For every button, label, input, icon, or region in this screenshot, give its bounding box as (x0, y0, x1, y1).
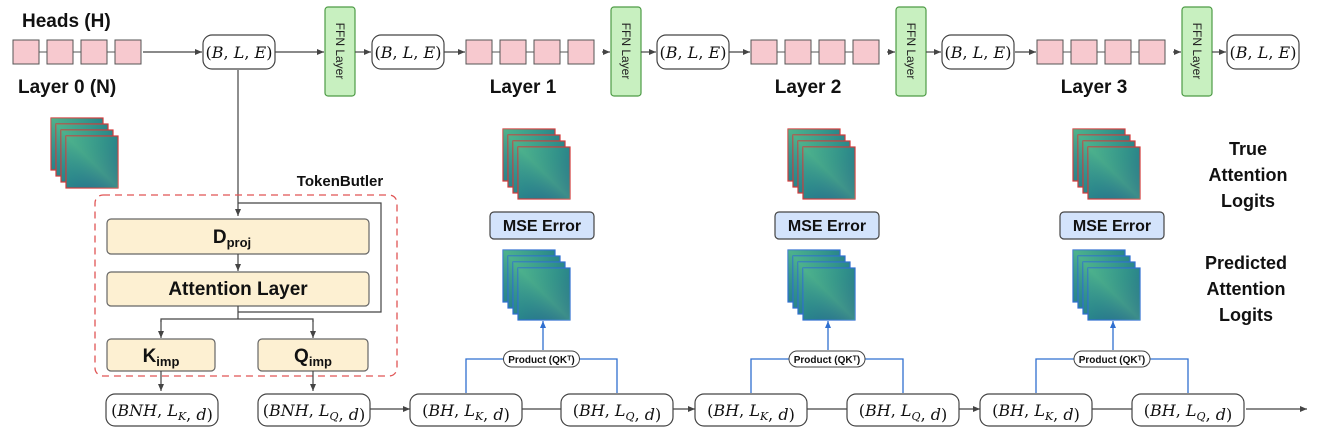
mse-error-layer1: MSE Error (489, 211, 595, 240)
head-block (567, 39, 595, 65)
heads-layer2 (750, 39, 880, 65)
head-block (499, 39, 527, 65)
shape-bh-q-layer1-text: (BH, LQ, d) (573, 401, 662, 424)
layer0-attention-stack (50, 117, 119, 189)
head-block (80, 39, 108, 65)
shape-bh-k-layer3: (BH, LK, d) (979, 393, 1093, 427)
svg-text:MSE Error: MSE Error (503, 218, 581, 235)
head-block (1036, 39, 1064, 65)
predicted-attention-stack-layer1 (502, 249, 571, 321)
ffn-label: FFN Layer (1190, 23, 1204, 80)
shape-pill-3-text: (B, L, E) (945, 43, 1012, 62)
predicted-attention-stack-layer3 (1072, 249, 1141, 321)
layer0-matrix (50, 117, 119, 189)
head-block (750, 39, 778, 65)
shape-pill-3: (B, L, E) (941, 34, 1015, 70)
head-block (46, 39, 74, 65)
shape-bh-k-layer1-text: (BH, LK, d) (422, 401, 510, 424)
ffn-label: FFN Layer (619, 23, 633, 80)
svg-text:MSE Error: MSE Error (788, 218, 866, 235)
layer3-label: Layer 3 (1061, 77, 1128, 98)
svg-text:True: True (1229, 139, 1267, 159)
product-qkt-layer3: Product (QKᵀ) (1073, 350, 1151, 368)
tokenbutler-label: TokenButler (297, 173, 384, 190)
head-block (818, 39, 846, 65)
svg-text:Product (QKᵀ): Product (QKᵀ) (794, 355, 861, 366)
shape-pill-1: (B, L, E) (371, 34, 445, 70)
shape-bh-k-layer2: (BH, LK, d) (694, 393, 808, 427)
product-qkt-layer2: Product (QKᵀ) (788, 350, 866, 368)
tokenbutler-box (94, 194, 398, 377)
mse-error-layer2: MSE Error (774, 211, 880, 240)
predicted-attention-stack-layer2 (787, 249, 856, 321)
head-block (852, 39, 880, 65)
heads-layer3 (1036, 39, 1166, 65)
shape-bh-q-layer1: (BH, LQ, d) (560, 393, 674, 427)
layer2-label: Layer 2 (775, 77, 842, 98)
ffn-layer-2: FFN Layer (610, 6, 642, 97)
ffn-layer-3: FFN Layer (895, 6, 927, 97)
shape-bh-k-layer1: (BH, LK, d) (409, 393, 523, 427)
shape-bh-q-layer3-text: (BH, LQ, d) (1144, 401, 1233, 424)
shape-pill-4: (B, L, E) (1226, 34, 1300, 70)
kimp-text: Kimp (143, 346, 180, 369)
true-attention-logits-label: True Attention Logits (1209, 139, 1288, 211)
ffn-label: FFN Layer (333, 23, 347, 80)
predicted-attention-logits-label: Predicted Attention Logits (1205, 253, 1287, 325)
dproj-text: Dproj (213, 227, 251, 250)
ffn-layer-1: FFN Layer (324, 6, 356, 97)
head-block (114, 39, 142, 65)
shape-bnh-q: (BNH, LQ, d) (257, 393, 371, 427)
shape-bh-q-layer2: (BH, LQ, d) (846, 393, 960, 427)
head-block (1138, 39, 1166, 65)
layer0-label: Layer 0 (N) (18, 77, 116, 98)
svg-text:Attention: Attention (1209, 165, 1288, 185)
true-attention-stack-layer3 (1072, 128, 1141, 200)
svg-text:MSE Error: MSE Error (1073, 218, 1151, 235)
product-qkt-layer1: Product (QKᵀ) (503, 350, 580, 368)
shape-pill-1-text: (B, L, E) (375, 43, 442, 62)
shape-bh-q-layer2-text: (BH, LQ, d) (859, 401, 948, 424)
shape-pill-2: (B, L, E) (656, 34, 730, 70)
head-block (1070, 39, 1098, 65)
heads-label: Heads (H) (22, 11, 111, 32)
svg-text:Attention: Attention (1207, 279, 1286, 299)
heads-layer1 (465, 39, 595, 65)
svg-text:Product (QKᵀ): Product (QKᵀ) (508, 355, 575, 366)
shape-bh-k-layer3-text: (BH, LK, d) (992, 401, 1080, 424)
svg-text:Product (QKᵀ): Product (QKᵀ) (1079, 355, 1146, 366)
head-block (784, 39, 812, 65)
svg-text:Logits: Logits (1221, 191, 1275, 211)
shape-bh-k-layer2-text: (BH, LK, d) (707, 401, 795, 424)
mse-error-layer3: MSE Error (1059, 211, 1165, 240)
shape-bnh-q-text: (BNH, LQ, d) (263, 401, 366, 424)
attention-layer-text: Attention Layer (168, 279, 308, 300)
head-block (533, 39, 561, 65)
qimp-text: Qimp (294, 346, 332, 369)
split-line (160, 318, 314, 322)
residual-connection (238, 202, 382, 313)
shape-pill-4-text: (B, L, E) (1230, 43, 1297, 62)
ffn-layer-4: FFN Layer (1181, 6, 1213, 97)
head-block (12, 39, 40, 65)
ffn-label: FFN Layer (904, 23, 918, 80)
shape-bnh-k: (BNH, LK, d) (105, 393, 219, 427)
shape-pill-0-text: (B, L, E) (206, 43, 273, 62)
svg-text:Logits: Logits (1219, 305, 1273, 325)
true-attention-stack-layer2 (787, 128, 856, 200)
head-block (465, 39, 493, 65)
heads-layer0 (12, 39, 142, 65)
layer1-label: Layer 1 (490, 77, 557, 98)
shape-bh-q-layer3: (BH, LQ, d) (1131, 393, 1245, 427)
shape-bnh-k-text: (BNH, LK, d) (111, 401, 213, 424)
true-attention-stack-layer1 (502, 128, 571, 200)
head-block (1104, 39, 1132, 65)
shape-pill-0: (B, L, E) (202, 34, 276, 70)
svg-text:Predicted: Predicted (1205, 253, 1287, 273)
shape-pill-2-text: (B, L, E) (660, 43, 727, 62)
